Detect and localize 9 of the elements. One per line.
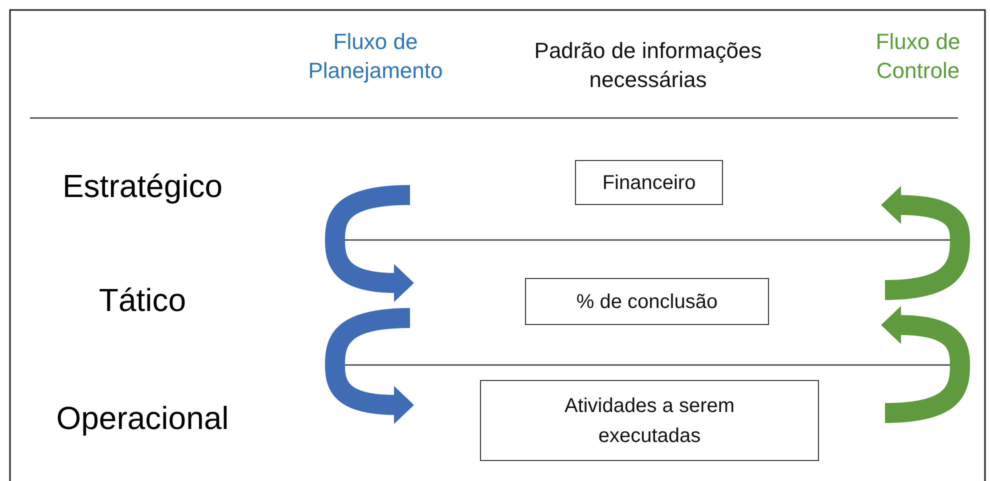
column-heading: Fluxo de Controle	[874, 28, 962, 85]
column-heading: Padrão de informações necessárias	[533, 37, 763, 94]
level-label: Estratégico	[61, 167, 224, 206]
info-box: Atividades a serem executadas	[480, 380, 819, 461]
level-label: Tático	[98, 281, 188, 320]
column-heading: Fluxo de Planejamento	[307, 28, 444, 85]
info-box: % de conclusão	[525, 278, 769, 325]
info-box: Financeiro	[575, 160, 723, 205]
level-label: Operacional	[55, 399, 230, 438]
